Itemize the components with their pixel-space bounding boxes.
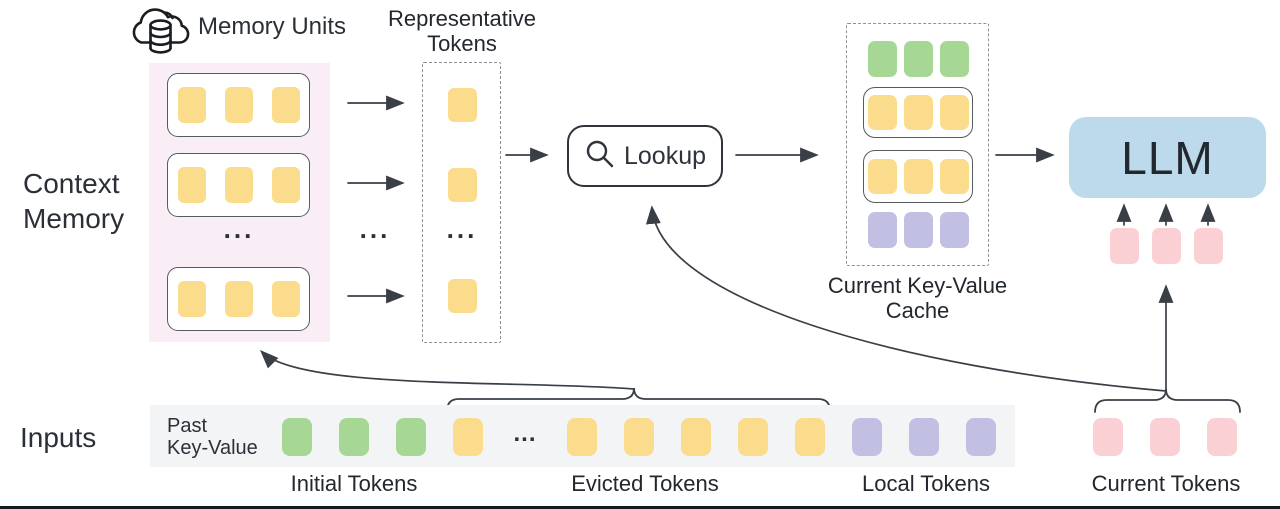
llm-box: LLM (1069, 117, 1266, 198)
cache-title-line1: Current Key-Value (827, 273, 1008, 298)
yellow-token (225, 87, 253, 123)
context-memory-title-line2: Memory (23, 203, 125, 234)
representative-title-line2: Tokens (427, 31, 497, 56)
cache-memory-row (863, 87, 973, 138)
yellow-token (453, 418, 483, 456)
purple-token (868, 212, 897, 248)
green-token (396, 418, 426, 456)
past-kv-token-sequence: ... (282, 418, 996, 456)
memory-unit-row (167, 73, 310, 137)
memory-unit-row (167, 153, 310, 217)
green-token (940, 41, 969, 77)
lookup-box: Lookup (567, 125, 723, 187)
representative-token (448, 168, 477, 202)
context-memory-title-line1: Context (23, 168, 120, 199)
past-kv-label: Past Key-Value (167, 415, 258, 459)
evicted-tokens-label: Evicted Tokens (571, 471, 719, 496)
yellow-token (272, 281, 300, 317)
cache-title-line2: Cache (885, 298, 950, 323)
yellow-token (904, 95, 933, 130)
cache-local-row (868, 212, 969, 248)
yellow-token (868, 159, 897, 194)
yellow-token (795, 418, 825, 456)
pink-token (1152, 228, 1181, 264)
purple-token (904, 212, 933, 248)
yellow-token (225, 281, 253, 317)
yellow-token (940, 159, 969, 194)
yellow-token (904, 159, 933, 194)
llm-input-tokens (1110, 228, 1223, 264)
cloud-database-icon (128, 2, 192, 56)
representative-ellipsis: ... (446, 214, 478, 244)
current-token-group (1093, 418, 1237, 456)
pink-token (1110, 228, 1139, 264)
representative-tokens-title: Representative Tokens (372, 6, 552, 56)
purple-token (940, 212, 969, 248)
cache-title: Current Key-Value Cache (820, 273, 1015, 323)
sequence-ellipsis: ... (513, 420, 537, 447)
yellow-token (272, 167, 300, 203)
yellow-token (624, 418, 654, 456)
representative-token (448, 279, 477, 313)
green-token (904, 41, 933, 77)
purple-token (909, 418, 939, 456)
inputs-label: Inputs (20, 422, 97, 453)
initial-tokens-label: Initial Tokens (290, 471, 418, 496)
yellow-token (567, 418, 597, 456)
yellow-token (178, 87, 206, 123)
current-tokens-label: Current Tokens (1091, 471, 1241, 496)
yellow-token (940, 95, 969, 130)
purple-token (852, 418, 882, 456)
memory-ellipsis: ... (223, 214, 255, 244)
memory-unit-row (167, 267, 310, 331)
brace-current-tokens (1094, 388, 1241, 413)
yellow-token (681, 418, 711, 456)
pink-token (1207, 418, 1237, 456)
green-token (339, 418, 369, 456)
green-token (282, 418, 312, 456)
yellow-token (178, 167, 206, 203)
purple-token (966, 418, 996, 456)
yellow-token (868, 95, 897, 130)
cache-memory-row (863, 150, 973, 203)
local-tokens-label: Local Tokens (861, 471, 991, 496)
curve-evicted-to-memory (260, 350, 635, 390)
green-token (868, 41, 897, 77)
past-kv-line2: Key-Value (167, 437, 258, 459)
mid-ellipsis: ... (359, 214, 391, 244)
memory-units-label: Memory Units (198, 13, 347, 40)
yellow-token (225, 167, 253, 203)
past-kv-line1: Past (167, 415, 208, 437)
pink-token (1150, 418, 1180, 456)
yellow-token (178, 281, 206, 317)
search-icon (584, 138, 615, 174)
representative-token (448, 88, 477, 122)
figure-bottom-rule (0, 506, 1280, 509)
representative-title-line1: Representative (388, 6, 536, 31)
pink-token (1194, 228, 1223, 264)
pink-token (1093, 418, 1123, 456)
yellow-token (272, 87, 300, 123)
cache-initial-row (868, 41, 969, 77)
context-memory-title: Context Memory (23, 166, 124, 236)
yellow-token (738, 418, 768, 456)
lookup-label: Lookup (623, 141, 707, 170)
